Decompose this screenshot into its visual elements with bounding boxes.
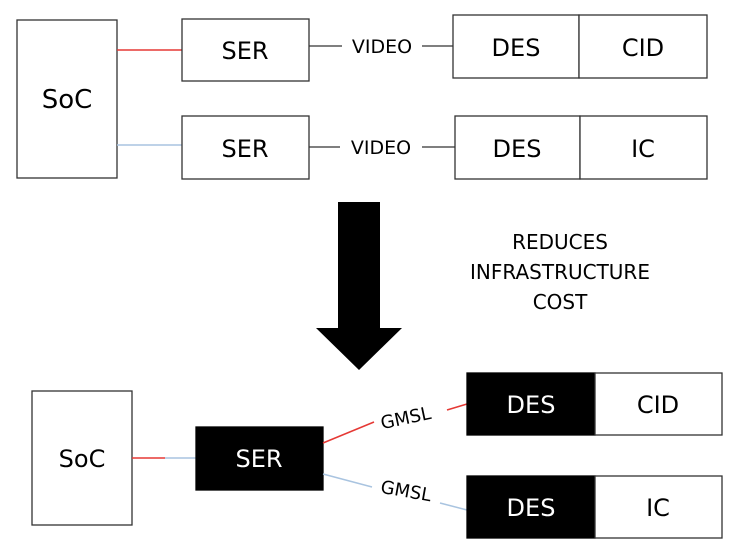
after-ser-box bbox=[195, 426, 324, 491]
before-ser-bottom-label: SER bbox=[221, 135, 268, 163]
after-gmsl-top-line-right bbox=[446, 403, 468, 411]
after-ser-label: SER bbox=[235, 445, 282, 473]
after-soc-label: SoC bbox=[59, 445, 106, 473]
before-video-bottom-label: VIDEO bbox=[351, 137, 411, 159]
before-ser-bottom-box bbox=[181, 115, 310, 180]
down-arrow-icon bbox=[316, 202, 402, 370]
arrow-caption-line2: INFRASTRUCTURE bbox=[470, 260, 650, 284]
after-ic-box bbox=[594, 475, 723, 539]
after-des-bottom-box bbox=[466, 475, 596, 539]
after-soc-box bbox=[31, 390, 133, 526]
after-gmsl-top-line-left bbox=[322, 421, 375, 444]
before-ser-top-label: SER bbox=[221, 37, 268, 65]
before-soc-box bbox=[16, 19, 118, 179]
after-gmsl-top-label: GMSL bbox=[379, 403, 433, 434]
before-ic-box bbox=[579, 115, 708, 180]
transition-arrow: REDUCES INFRASTRUCTURE COST bbox=[316, 202, 650, 370]
after-des-bottom-label: DES bbox=[507, 494, 556, 522]
before-ic-label: IC bbox=[631, 135, 655, 163]
after-ic-label: IC bbox=[646, 494, 670, 522]
before-des-top-label: DES bbox=[492, 34, 541, 62]
before-des-bottom-label: DES bbox=[493, 135, 542, 163]
before-ser-top-box bbox=[181, 18, 310, 82]
before-cid-box bbox=[578, 14, 708, 79]
before-architecture: SoC SER SER VIDEO VIDEO DES CID DES IC bbox=[16, 14, 708, 180]
before-des-bottom-box bbox=[454, 115, 581, 180]
after-gmsl-bottom-label: GMSL bbox=[379, 477, 433, 507]
after-gmsl-bottom-line-left bbox=[322, 473, 373, 488]
after-des-top-label: DES bbox=[507, 391, 556, 419]
before-video-top-label: VIDEO bbox=[352, 36, 412, 58]
after-cid-box bbox=[594, 372, 723, 436]
arrow-caption-line3: COST bbox=[533, 290, 588, 314]
before-soc-label: SoC bbox=[42, 85, 93, 115]
before-des-top-box bbox=[452, 14, 580, 79]
before-cid-label: CID bbox=[622, 34, 664, 62]
after-architecture: SoC SER GMSL GMSL DES CID DES IC bbox=[31, 372, 723, 539]
arrow-caption-line1: REDUCES bbox=[512, 230, 608, 254]
after-gmsl-bottom-line-right bbox=[439, 502, 468, 511]
after-cid-label: CID bbox=[637, 391, 679, 419]
